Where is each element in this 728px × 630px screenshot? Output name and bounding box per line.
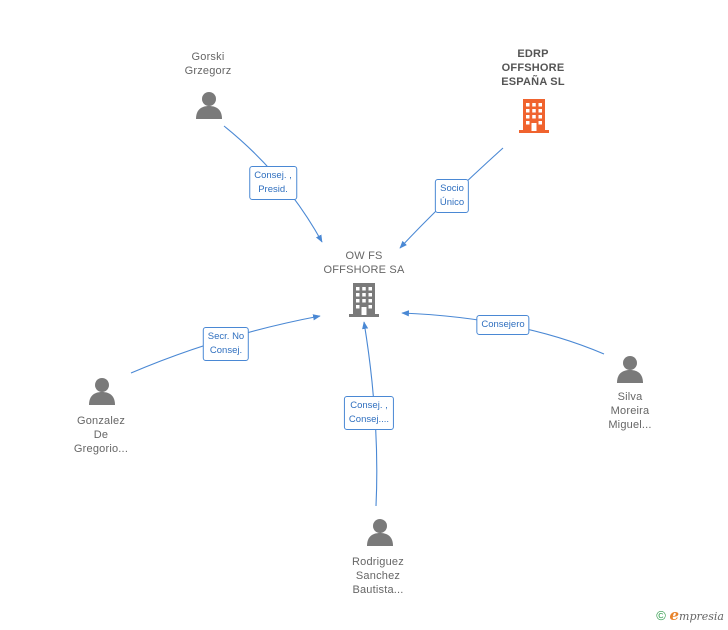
edge-label-silva[interactable]: Consejero: [476, 315, 530, 335]
copyright-icon: ©: [656, 608, 666, 623]
person-icon[interactable]: [367, 519, 393, 546]
node-label-gonzalez[interactable]: Gonzalez De Gregorio...: [73, 415, 129, 455]
brand-logo: empresia: [669, 606, 724, 624]
building-icon[interactable]: [519, 99, 549, 133]
footer-brand[interactable]: © empresia: [656, 606, 724, 624]
building-icon[interactable]: [349, 283, 379, 317]
node-label-edrp[interactable]: EDRP OFFSHORE ESPAÑA SL: [501, 48, 565, 88]
node-label-gorski[interactable]: Gorski Grzegorz: [184, 51, 232, 77]
person-icon[interactable]: [89, 378, 115, 405]
edge-label-gorski[interactable]: Consej. , Presid.: [249, 166, 297, 200]
person-icon[interactable]: [617, 356, 643, 383]
person-icon[interactable]: [196, 92, 222, 119]
node-label-center[interactable]: OW FS OFFSHORE SA: [323, 250, 405, 276]
edge-label-edrp[interactable]: Socio Único: [434, 179, 470, 213]
node-label-rodriguez[interactable]: Rodriguez Sanchez Bautista...: [352, 556, 404, 596]
edge-label-gonzalez[interactable]: Secr. No Consej.: [202, 327, 250, 361]
node-label-silva[interactable]: Silva Moreira Miguel...: [608, 391, 652, 431]
edge-label-rodriguez[interactable]: Consej. , Consej....: [343, 396, 395, 430]
